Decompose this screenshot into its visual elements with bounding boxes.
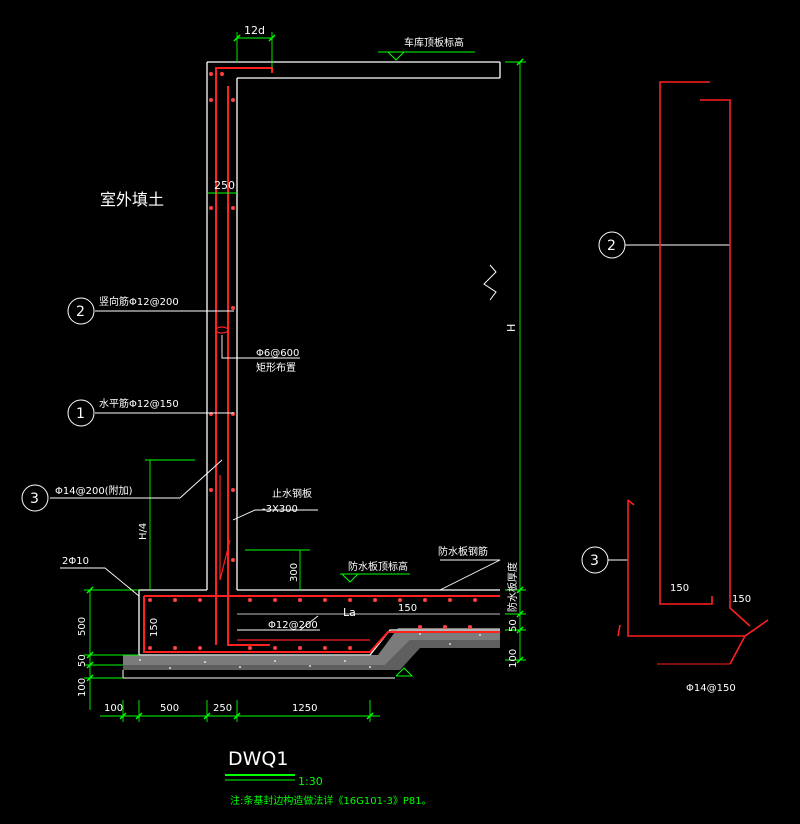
marker-1 (67, 399, 95, 427)
tie-bar-label: Φ6@600 (256, 348, 299, 359)
level-symbols (340, 51, 475, 677)
two-bars-label: 2Φ10 (62, 556, 89, 567)
bottom-dim-100: 100 (104, 703, 123, 714)
marker-3 (21, 484, 49, 512)
height-label: H (505, 324, 518, 332)
marker-2-num: 2 (76, 304, 85, 320)
marker-1-num: 1 (76, 406, 85, 422)
section-markers (21, 231, 730, 574)
rebar-main (143, 67, 500, 653)
bottom-bar-label: Φ12@200 (268, 620, 318, 631)
dimension-ticks (86, 34, 524, 720)
dim-150b-label: 150 (149, 618, 160, 637)
detail-bar-label: Φ14@150 (686, 683, 736, 694)
marker-2 (67, 297, 95, 325)
marker-3-num: 3 (30, 491, 39, 507)
tie-layout-label: 矩形布置 (256, 361, 296, 374)
wall-thickness-label: 250 (214, 179, 235, 192)
roof-level-label: 车库顶板标高 (404, 36, 464, 49)
dim-50-left: 50 (77, 654, 88, 667)
marker-3-detail-num: 3 (590, 553, 599, 569)
dim-300-label: 300 (289, 563, 300, 582)
bottom-dim-1250: 1250 (292, 703, 317, 714)
scale-label: 1:30 (298, 775, 323, 788)
slab-thickness-label: 防水板厚度 (506, 562, 519, 612)
added-bar-label: Φ14@200(附加) (55, 484, 133, 497)
marker-2-detail-num: 2 (607, 238, 616, 254)
waterstop-size: -3X300 (262, 504, 298, 515)
vertical-bar-label: 竖向筋Φ12@200 (99, 295, 179, 308)
rebar-dots (148, 72, 477, 650)
waterstop-title: 止水钢板 (272, 487, 312, 500)
horizontal-bar-label: 水平筋Φ12@150 (99, 397, 179, 410)
slab-level-label: 防水板顶标高 (348, 560, 408, 573)
dim-100-left: 100 (77, 678, 88, 697)
detail-rebar (617, 81, 769, 665)
detail-dim-150a: 150 (670, 583, 689, 594)
dim-50-right: 50 (508, 619, 519, 632)
blinding-layer (122, 628, 500, 679)
bottom-dim-250: 250 (213, 703, 232, 714)
detail-dim-150b: 150 (732, 594, 751, 605)
dim-500-left: 500 (77, 617, 88, 636)
dim-150a-label: 150 (398, 603, 417, 614)
bottom-dim-500: 500 (160, 703, 179, 714)
fill-soil-label: 室外填土 (100, 190, 164, 209)
la-label: La (343, 606, 356, 619)
top-dim-label: 12d (244, 24, 265, 37)
dim-100-right: 100 (508, 649, 519, 668)
slab-reinf-label: 防水板钢筋 (438, 545, 488, 558)
note-label: 注:条基封边构造做法详《16G101-3》P81。 (230, 794, 432, 807)
wall-outline (138, 61, 501, 656)
leader-lines (50, 310, 501, 631)
quarter-height-label: H/4 (138, 523, 149, 540)
dimension-lines (84, 32, 526, 781)
title-label: DWQ1 (228, 748, 288, 770)
